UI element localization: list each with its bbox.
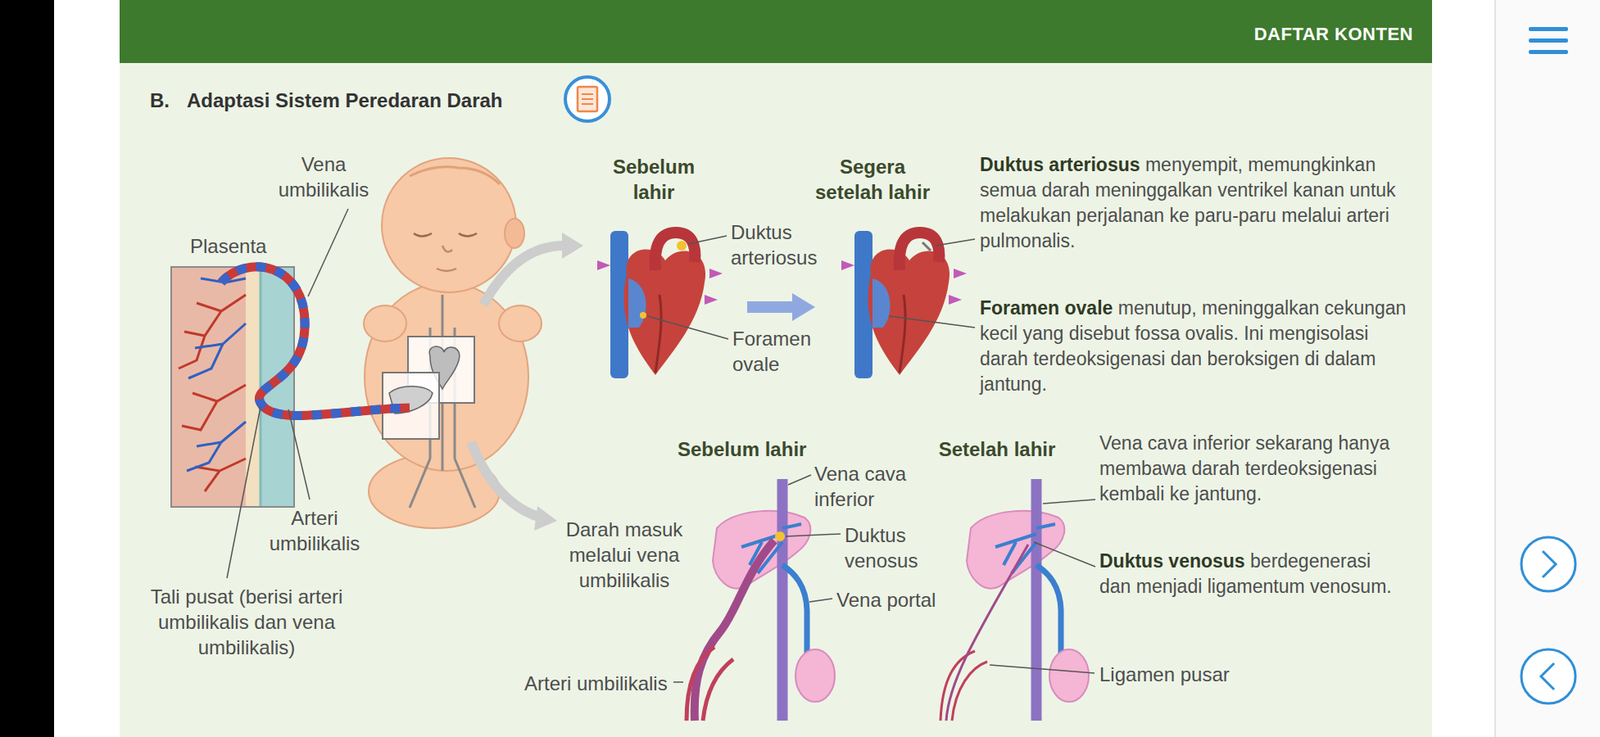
leader-line	[1033, 542, 1096, 567]
prev-button	[1521, 649, 1576, 704]
transition-arrowhead	[792, 293, 816, 322]
sidebar	[1495, 0, 1600, 737]
baby-eyes	[413, 233, 477, 237]
note-sheet	[577, 86, 598, 112]
note-icon	[565, 77, 610, 122]
baby-face	[436, 245, 457, 272]
menu-bar	[1528, 49, 1569, 55]
stage-heading: Sebelum lahir	[677, 436, 801, 463]
left-strip	[0, 0, 55, 737]
villi-vein	[186, 278, 246, 472]
part-label: Duktus venosus	[844, 522, 948, 574]
section-title: Adaptasi Sistem Peredaran Darah	[186, 87, 504, 114]
term-name: Duktus arteriosus	[979, 154, 1141, 176]
leader-line	[226, 407, 261, 579]
note-paragraph: Duktus arteriosus menyempit, memungkinka…	[979, 152, 1415, 254]
villi-artery	[178, 294, 246, 492]
part-label: Plasenta	[190, 233, 267, 259]
leader-line	[673, 681, 684, 684]
part-label: Vena portal	[836, 587, 936, 613]
leader-line	[935, 239, 975, 246]
note-paragraph: Vena cava inferior sekarang hanya membaw…	[1099, 430, 1395, 508]
baby-ear	[504, 218, 525, 249]
part-label: Arteri umbilikalis	[257, 505, 372, 557]
menu-bar	[1528, 27, 1569, 32]
stage-heading: Setelah lahir	[935, 436, 1059, 463]
baby-hair	[409, 167, 500, 185]
part-label: Tali pusat (berisi arteri umbilikalis da…	[131, 584, 362, 661]
umbilical-vein	[694, 540, 775, 721]
ligamentum-teres	[946, 544, 1029, 721]
next-chevron	[1542, 551, 1556, 578]
leader-line	[809, 598, 833, 603]
part-label: Foramen ovale	[732, 326, 839, 377]
zoom-arrow	[471, 442, 541, 518]
leader-line	[1042, 499, 1096, 504]
heart-before	[597, 231, 723, 379]
baby-head	[381, 158, 517, 293]
part-label: Arteri umbilikalis	[524, 670, 668, 697]
term-name: Foramen ovale	[979, 297, 1113, 319]
note-text: Vena cava inferior sekarang hanya membaw…	[1099, 432, 1390, 505]
zoom-arrowhead	[534, 506, 558, 531]
leader-line	[788, 475, 812, 485]
note-paragraph: Foramen ovale menutup, meninggalkan ceku…	[979, 295, 1415, 398]
leader-line	[647, 316, 729, 340]
baby-fist	[363, 305, 407, 342]
umbilical-artery	[686, 647, 734, 721]
part-label: Ligamen pusar	[1099, 661, 1230, 688]
liver-before	[712, 479, 835, 721]
stage-heading: Sebelum lahir	[607, 154, 700, 205]
menu-bar	[1528, 38, 1569, 43]
liver-after	[966, 479, 1089, 721]
transition-arrow	[747, 301, 793, 313]
placenta-drawing	[171, 267, 295, 508]
section-letter: B.	[149, 87, 170, 114]
part-label: Vena cava inferior	[814, 461, 917, 513]
heart-after	[841, 231, 967, 379]
part-label: Vena umbilikalis	[266, 151, 381, 203]
content-panel	[119, 0, 1433, 737]
leader-line	[989, 665, 1095, 674]
leader-line	[888, 316, 975, 328]
baby-fist	[498, 305, 542, 342]
leader-line	[688, 235, 727, 245]
zoom-arrow	[483, 245, 564, 305]
ductus-venosus-open	[775, 531, 785, 542]
ductus-closed	[922, 242, 931, 251]
foramen-ovale-open	[639, 312, 647, 319]
prev-chevron	[1541, 663, 1555, 690]
leader-line	[288, 409, 310, 500]
stage-heading: Segera setelah lahir	[811, 154, 934, 205]
baby-drawing	[363, 158, 542, 529]
part-label: Darah masuk melalui vena umbilikalis	[562, 516, 686, 594]
ductus-arteriosus-open	[676, 240, 687, 251]
note-paragraph: Duktus venosus berdegenerasi dan menjadi…	[1099, 548, 1395, 600]
menu-icon	[1528, 27, 1569, 55]
note-lines	[581, 94, 594, 105]
baby-body	[364, 282, 529, 472]
zoom-arrowhead	[562, 232, 584, 259]
leader-line	[308, 208, 349, 297]
sidebar-edge	[1494, 0, 1496, 737]
part-label: Duktus arteriosus	[730, 219, 838, 271]
term-name: Duktus venosus	[1099, 550, 1246, 572]
leader-line	[785, 534, 841, 537]
umbilical-cord	[221, 267, 410, 417]
header-bar	[119, 0, 1433, 64]
placenta	[171, 267, 295, 508]
next-button	[1521, 537, 1576, 592]
menu-link: DAFTAR KONTEN	[1254, 21, 1414, 47]
umbilical-cord-vein	[221, 267, 410, 417]
